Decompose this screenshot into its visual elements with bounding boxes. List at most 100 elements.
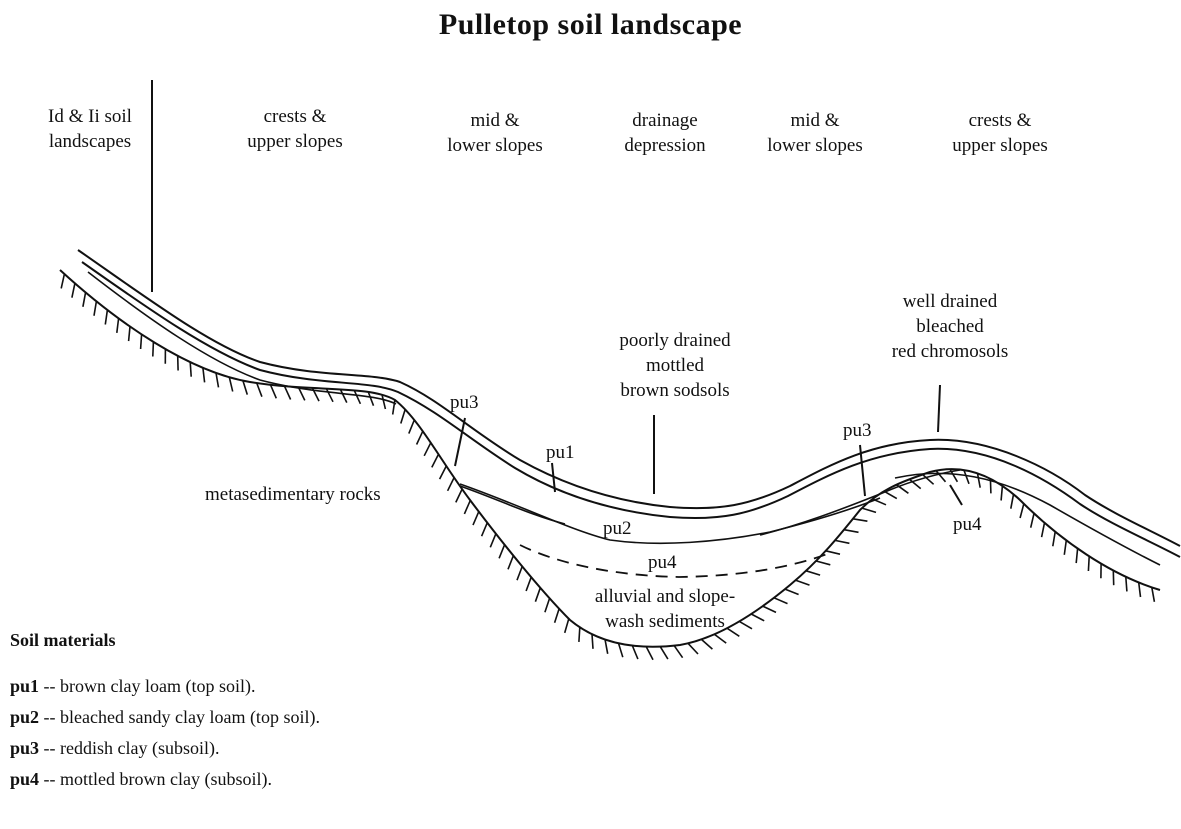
- hatch-tick: [490, 534, 496, 548]
- legend-description: -- reddish clay (subsoil).: [44, 738, 220, 758]
- hatch-tick: [354, 390, 360, 403]
- legend-description: -- bleached sandy clay loam (top soil).: [44, 707, 320, 727]
- hatch-tick: [1042, 523, 1045, 537]
- hatch-tick: [440, 466, 447, 479]
- leader-well-drained: [938, 385, 940, 432]
- hatch-tick: [61, 274, 64, 288]
- hatch-tick: [592, 634, 593, 649]
- hatch-tick: [190, 362, 191, 377]
- hatch-tick: [688, 643, 698, 654]
- legend-code: pu1: [10, 676, 39, 696]
- hatch-tick: [72, 283, 75, 297]
- label-pu1: pu1: [546, 440, 575, 465]
- hatch-tick: [674, 646, 682, 658]
- hatch-tick: [1152, 587, 1155, 602]
- label-pu4-center: pu4: [648, 550, 677, 575]
- hatch-tick: [1011, 494, 1014, 508]
- label-pu4-right: pu4: [953, 512, 982, 537]
- label-pu3-left: pu3: [450, 390, 479, 415]
- hatch-tick: [117, 318, 119, 333]
- hatch-tick: [535, 588, 540, 602]
- hatch-tick: [1064, 540, 1066, 555]
- hatch-tick: [526, 577, 531, 591]
- hatch-tick: [545, 598, 550, 612]
- hatch-tick: [964, 470, 969, 484]
- hatch-tick: [508, 556, 513, 570]
- hatch-tick: [1020, 504, 1024, 518]
- hatch-tick: [464, 500, 470, 514]
- label-pu3-right: pu3: [843, 418, 872, 443]
- hatch-tick: [271, 385, 277, 399]
- hatch-tick: [884, 491, 897, 498]
- hatch-tick: [1053, 532, 1055, 547]
- hatch-tick: [1126, 577, 1127, 592]
- hatch-tick: [1139, 582, 1141, 597]
- hatch-tick: [257, 383, 262, 397]
- hatch-tick: [1031, 513, 1034, 527]
- hatch-tick: [105, 310, 107, 325]
- hatch-tick: [83, 292, 86, 306]
- legend-code: pu4: [10, 769, 39, 789]
- hatch-tick: [141, 334, 142, 349]
- annotation-line: alluvial and slope-: [580, 584, 750, 609]
- hatch-tick: [873, 499, 887, 505]
- hatch-tick: [844, 530, 858, 533]
- legend-item: pu4 -- mottled brown clay (subsoil).: [10, 764, 320, 795]
- hatch-tick: [216, 373, 219, 388]
- hatch-tick: [417, 431, 423, 444]
- annotation-alluvial: alluvial and slope- wash sediments: [580, 584, 750, 634]
- hatch-tick: [326, 389, 333, 402]
- legend-description: -- brown clay loam (top soil).: [44, 676, 256, 696]
- hatch-tick: [565, 619, 569, 633]
- legend-item: pu3 -- reddish clay (subsoil).: [10, 733, 320, 764]
- hatch-tick: [340, 389, 346, 402]
- hatch-tick: [482, 523, 488, 537]
- hatch-tick: [806, 571, 820, 575]
- hatch-tick: [153, 342, 154, 357]
- hatch-tick: [473, 512, 479, 525]
- hatch-tick: [382, 395, 385, 409]
- hatch-tick: [555, 609, 560, 623]
- annotation-metasedimentary: metasedimentary rocks: [205, 482, 381, 507]
- hatch-tick: [835, 540, 849, 543]
- hatch-tick: [714, 634, 726, 643]
- annotation-line: red chromosols: [870, 339, 1030, 364]
- hatch-tick: [796, 580, 810, 585]
- pu3-base-line-right: [895, 473, 1160, 565]
- hatch-tick: [605, 639, 608, 653]
- hatch-tick: [774, 598, 788, 604]
- leader-pu4-right: [950, 485, 962, 505]
- hatch-tick: [701, 639, 712, 649]
- hatch-tick: [285, 386, 291, 399]
- hatch-tick: [785, 589, 799, 594]
- legend-heading: Soil materials: [10, 630, 320, 651]
- hatch-tick: [1076, 549, 1077, 564]
- annotation-line: poorly drained: [600, 328, 750, 353]
- hatch-tick: [990, 479, 991, 494]
- hatch-tick: [660, 647, 668, 660]
- hatch-tick: [1088, 556, 1089, 571]
- hatch-tick: [432, 454, 439, 467]
- hatch-tick: [619, 643, 623, 657]
- hatch-tick: [456, 489, 462, 502]
- hatch-tick: [368, 392, 373, 406]
- annotation-line: well drained: [870, 289, 1030, 314]
- annotation-well-drained: well drained bleached red chromosols: [870, 289, 1030, 364]
- label-pu2: pu2: [603, 516, 632, 541]
- hatch-tick: [94, 301, 96, 316]
- hatch-tick: [751, 614, 764, 621]
- hatch-tick: [424, 443, 431, 456]
- hatch-tick: [517, 567, 522, 581]
- annotation-line: wash sediments: [580, 609, 750, 634]
- hatch-tick: [448, 478, 455, 491]
- pu2-base-line: [460, 484, 880, 543]
- pu3-wedge-right: [760, 470, 960, 535]
- annotation-poorly-drained: poorly drained mottled brown sodsols: [600, 328, 750, 403]
- hatch-tick: [862, 508, 876, 512]
- legend-item: pu1 -- brown clay loam (top soil).: [10, 671, 320, 702]
- hatch-tick: [499, 545, 505, 559]
- hatch-tick: [203, 368, 205, 383]
- hatch-tick: [243, 381, 247, 395]
- legend-item: pu2 -- bleached sandy clay loam (top soi…: [10, 702, 320, 733]
